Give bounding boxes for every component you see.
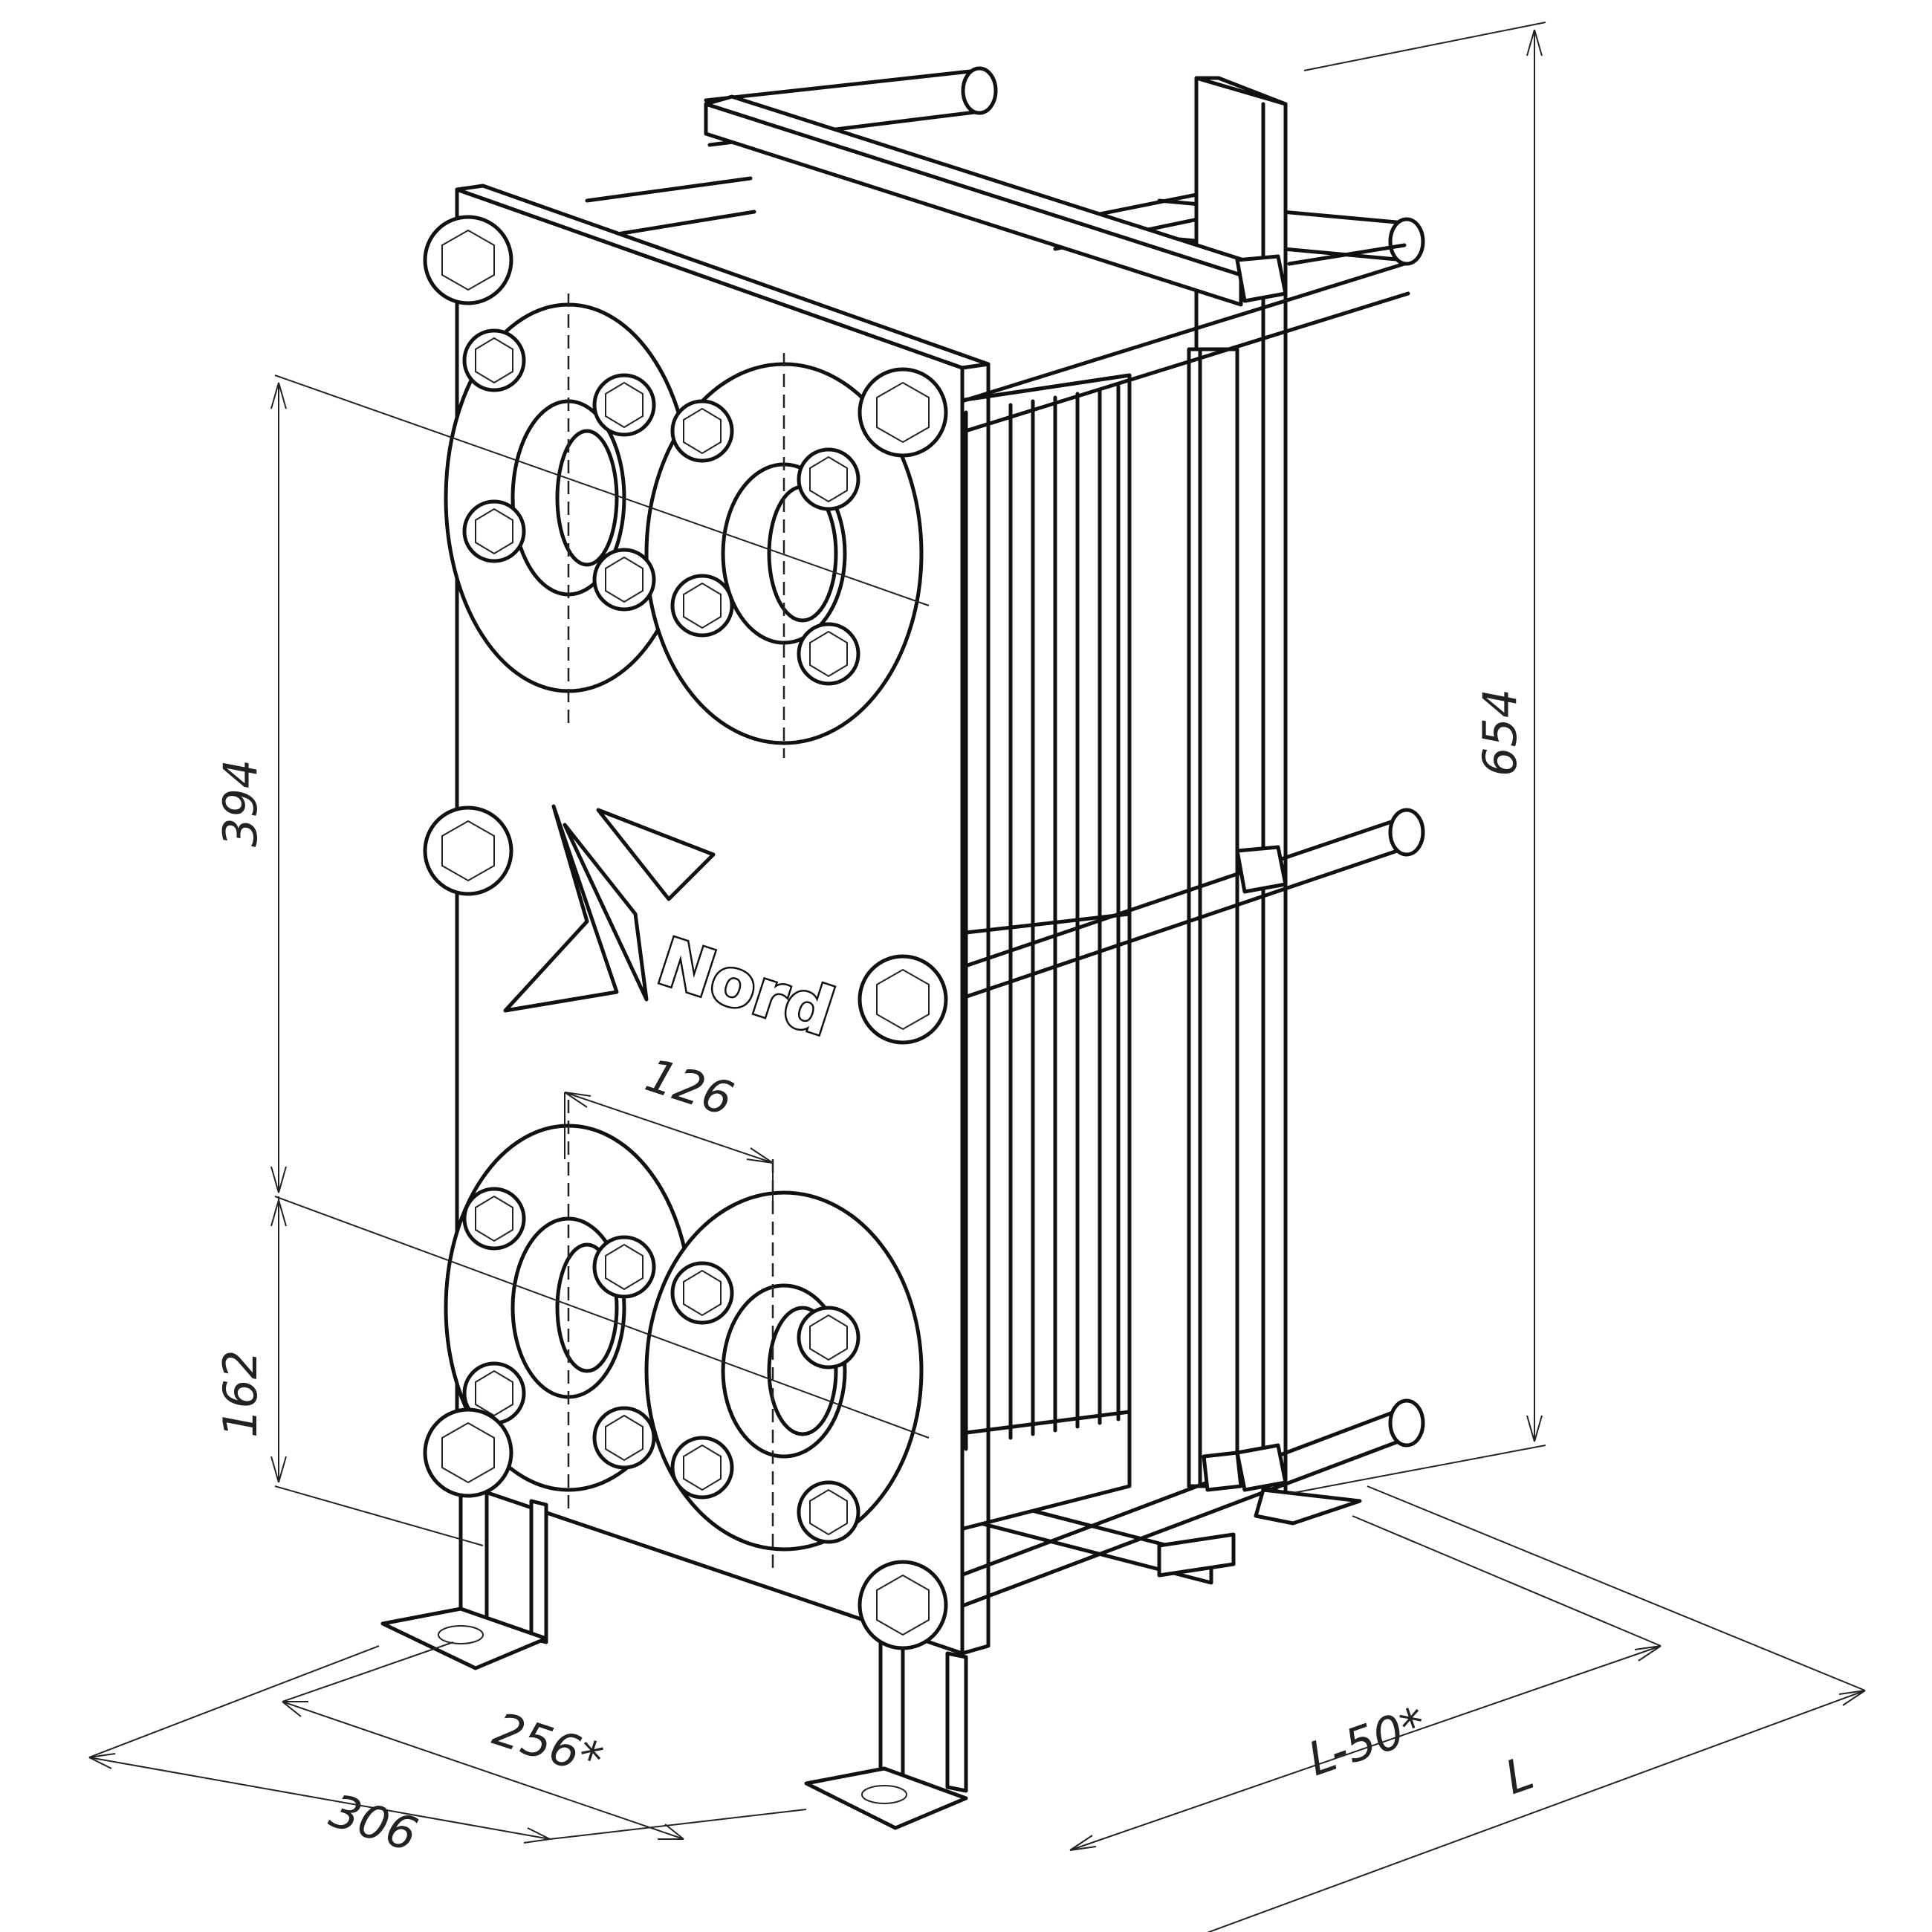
flange-bolt-icon bbox=[462, 499, 526, 563]
flange-bolt-icon bbox=[592, 373, 656, 437]
dim-overall-height: 654 bbox=[1473, 689, 1527, 777]
tie-rod-bolt-icon bbox=[858, 1560, 948, 1650]
flange-bolt-icon bbox=[797, 622, 860, 686]
tie-rod-bolt-icon bbox=[423, 215, 513, 305]
tie-rod-bolt-icon bbox=[858, 367, 948, 458]
dim-lower-port-height: 162 bbox=[213, 1350, 268, 1438]
tie-rod-bolt-icon bbox=[423, 805, 513, 896]
flange-bolt-icon bbox=[670, 574, 734, 638]
dim-frame-width: 306 bbox=[323, 1783, 424, 1862]
upper-guide-bars bbox=[585, 66, 1425, 266]
feet bbox=[380, 1480, 1362, 1830]
dim-length-overall: L bbox=[1498, 1745, 1540, 1805]
dimension-lines bbox=[88, 22, 1866, 1932]
dimension-labels: 654 394 162 126 306 256* L-50* L bbox=[213, 689, 1540, 1862]
flange-bolt-icon bbox=[670, 399, 734, 463]
flange-bolt-icon bbox=[670, 1436, 734, 1500]
dim-port-vertical-spacing: 394 bbox=[213, 759, 268, 847]
dim-foot-spacing: 256* bbox=[487, 1702, 609, 1788]
flange-bolt-icon bbox=[592, 1235, 656, 1299]
plate-pack bbox=[953, 373, 1132, 1533]
dim-length-inner: L-50* bbox=[1301, 1696, 1433, 1786]
top-carrying-bar bbox=[704, 94, 1269, 307]
tie-rod-bolt-icon bbox=[423, 1407, 513, 1498]
flange-bolt-icon bbox=[670, 1261, 734, 1325]
flange-bolt-icon bbox=[462, 1187, 526, 1251]
tie-rod-bolt-icon bbox=[858, 954, 948, 1045]
flange-bolt-icon bbox=[797, 1480, 860, 1544]
flange-bolt-icon bbox=[592, 1406, 656, 1470]
flange-bolt-icon bbox=[797, 447, 860, 511]
bolt-heads bbox=[423, 215, 948, 1650]
tie-rods bbox=[912, 243, 1425, 1622]
flange-bolt-icon bbox=[592, 548, 656, 612]
flange-bolt-icon bbox=[462, 328, 526, 392]
flange-bolt-icon bbox=[797, 1306, 860, 1369]
